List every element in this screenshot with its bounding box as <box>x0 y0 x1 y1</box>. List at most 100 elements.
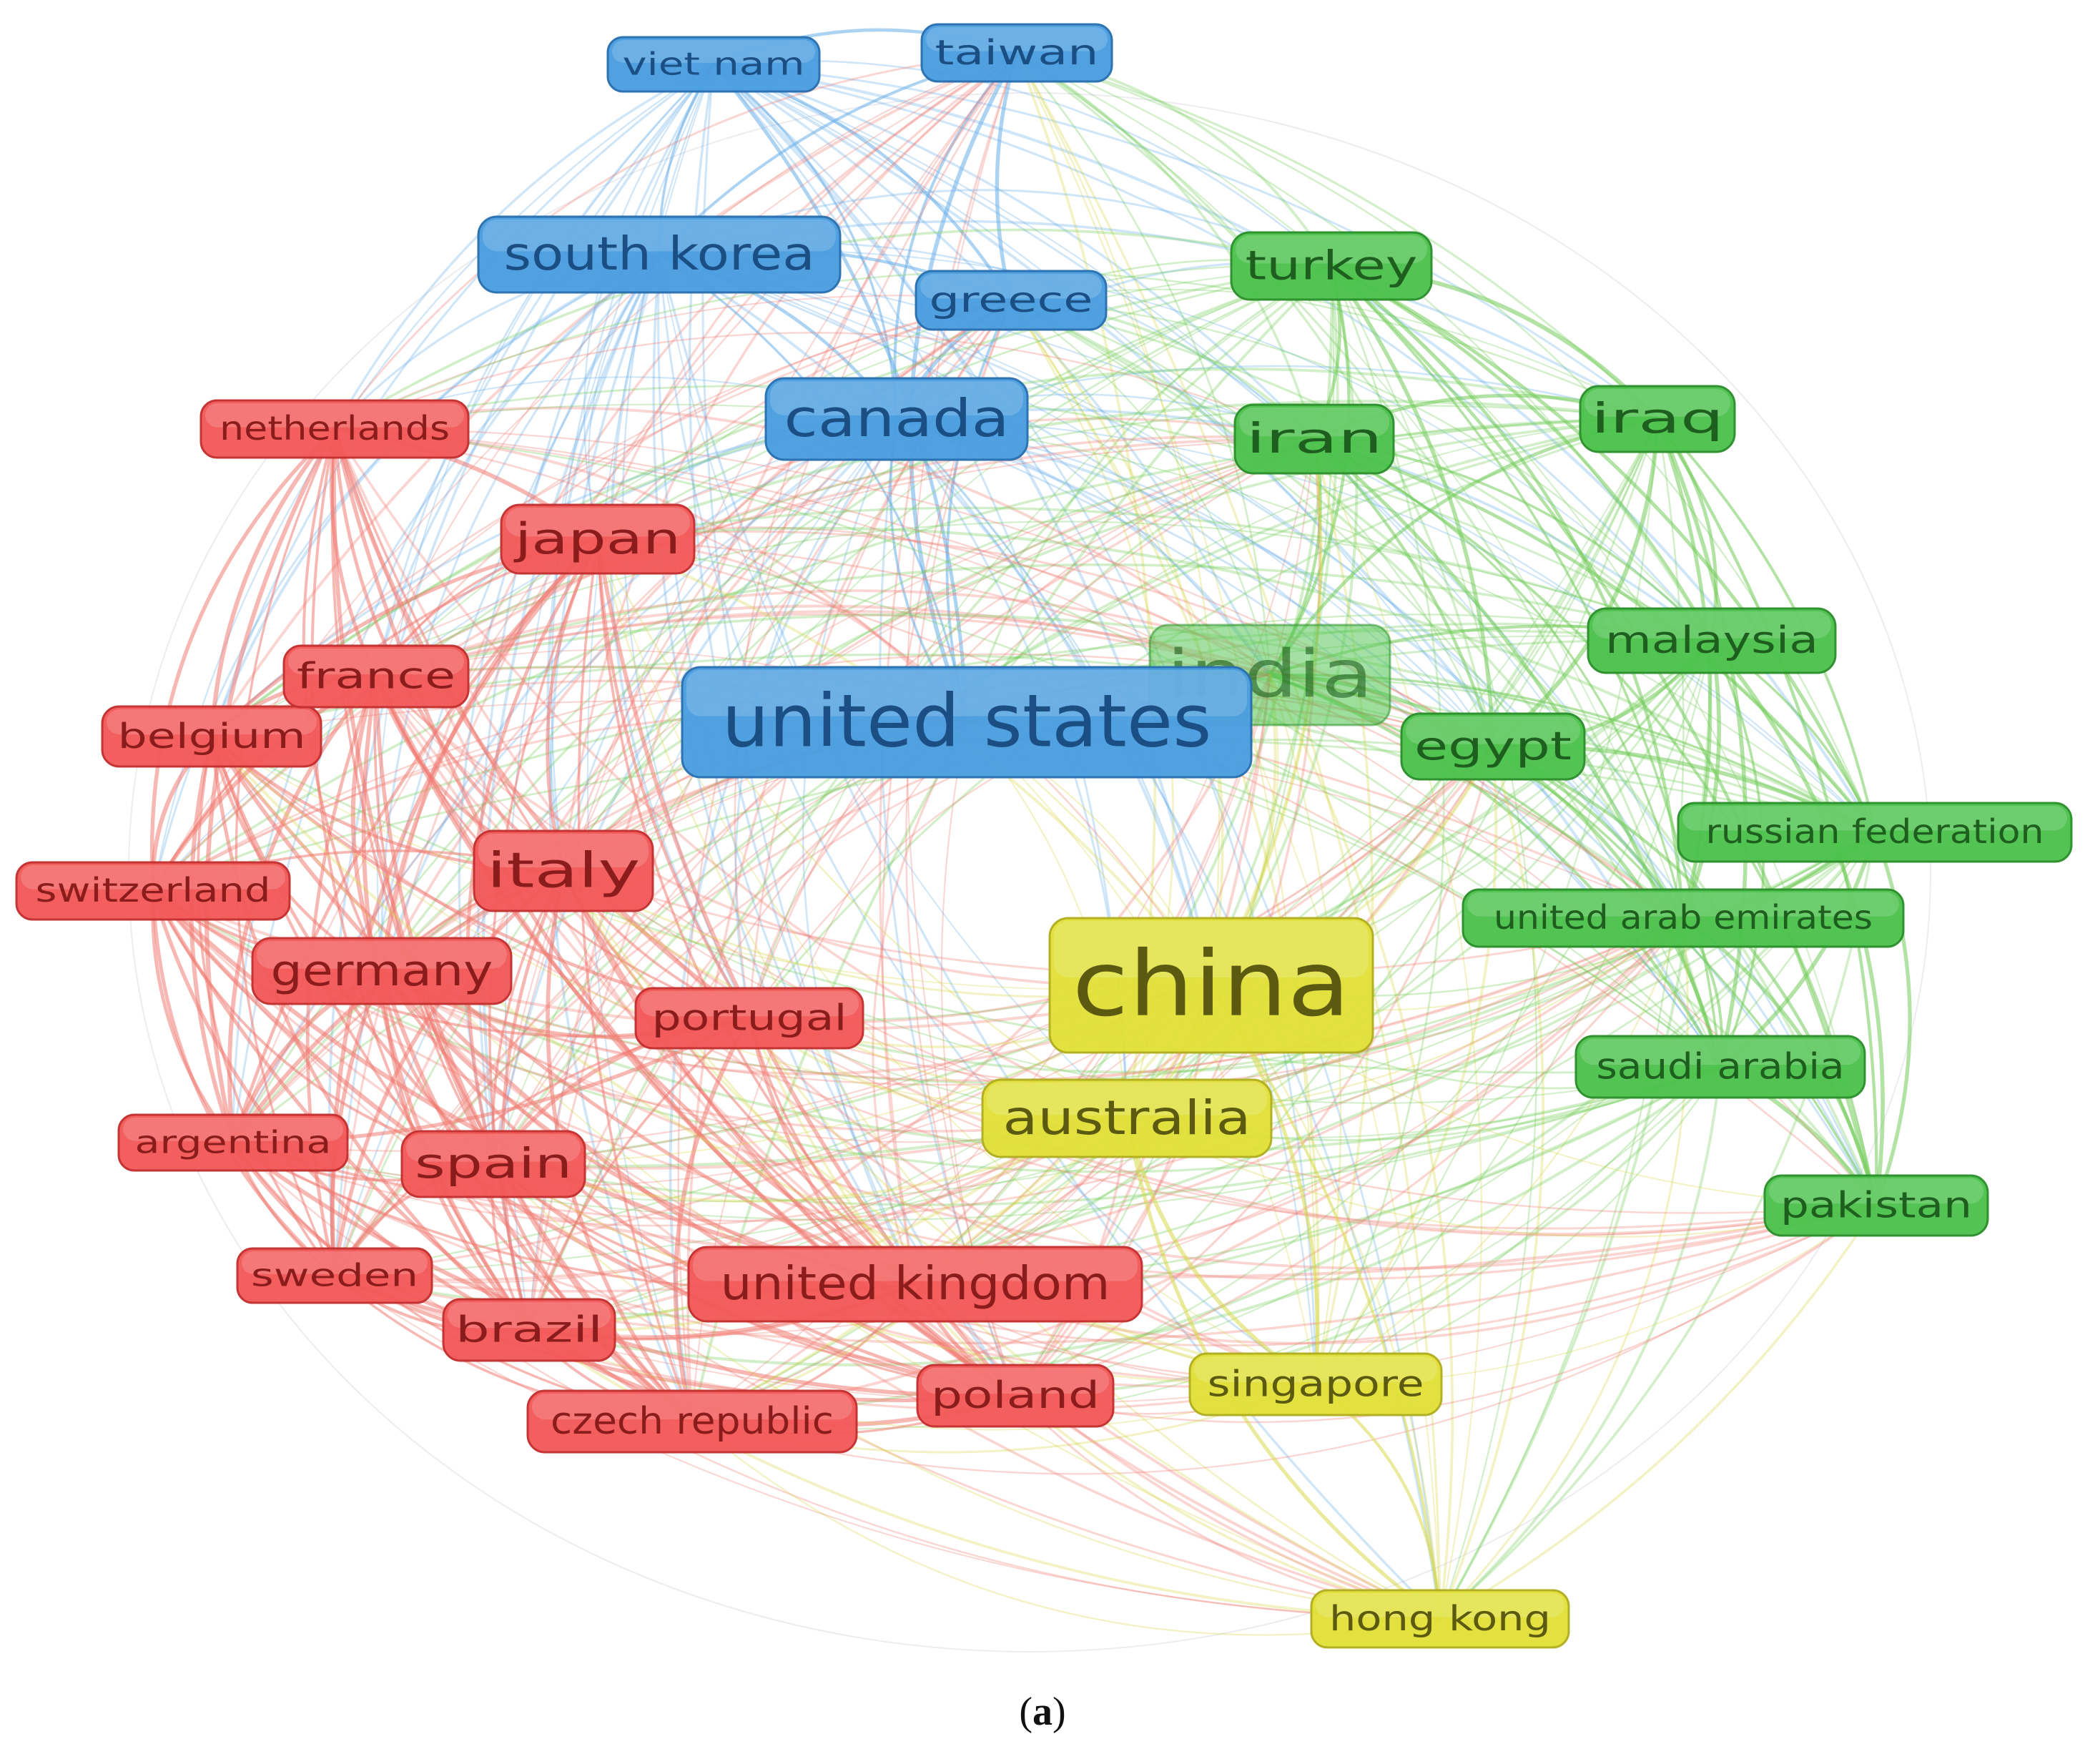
edge-united-kingdom-hong-kong <box>914 1283 1441 1620</box>
edge-south-korea-poland <box>657 253 1017 1397</box>
node-france[interactable]: france <box>282 644 470 709</box>
edge-russian-federation-czech-republic <box>690 830 1877 1424</box>
edge-belgium-united-kingdom <box>210 734 917 1286</box>
edge-greece-united-states <box>945 299 1012 724</box>
node-greece-box <box>915 270 1108 331</box>
node-hong-kong[interactable]: hong kong <box>1310 1589 1570 1649</box>
edge-iran-singapore <box>1313 438 1374 1386</box>
node-poland[interactable]: poland <box>916 1364 1115 1428</box>
edge-pakistan-hong-kong <box>1439 1204 1878 1620</box>
edge-malaysia-japan <box>596 506 1713 642</box>
node-argentina[interactable]: argentina <box>117 1113 349 1172</box>
edge-taiwan-france <box>375 51 1018 678</box>
node-malaysia[interactable]: malaysia <box>1587 607 1837 674</box>
node-czech-republic-box <box>526 1389 858 1454</box>
node-egypt[interactable]: egypt <box>1400 712 1586 781</box>
node-netherlands-gloss <box>205 403 464 428</box>
node-china[interactable]: china <box>1048 917 1374 1054</box>
edge-saudi-arabia-poland <box>1014 1065 1722 1397</box>
node-canada[interactable]: canada <box>764 377 1029 461</box>
edge-turkey-spain <box>493 265 1332 1165</box>
node-iraq-box <box>1579 385 1736 453</box>
node-south-korea-label: south korea <box>504 228 815 281</box>
edge-turkey-germany <box>380 265 1333 972</box>
node-india-gloss <box>1154 628 1386 670</box>
node-portugal[interactable]: portugal <box>634 987 864 1050</box>
node-sweden[interactable]: sweden <box>236 1247 433 1304</box>
node-spain-box <box>400 1130 586 1198</box>
edge-taiwan-china <box>1015 51 1221 987</box>
node-italy[interactable]: italy <box>473 829 654 912</box>
node-brazil[interactable]: brazil <box>442 1298 616 1362</box>
node-singapore[interactable]: singapore <box>1188 1352 1443 1416</box>
node-iran[interactable]: iran <box>1233 403 1395 475</box>
node-united-arab-emirates[interactable]: united arab emirates <box>1462 888 1905 948</box>
node-china-gloss <box>1054 921 1369 977</box>
edge-greece-united-arab-emirates <box>1010 299 1685 920</box>
node-czech-republic[interactable]: czech republic <box>526 1389 858 1454</box>
node-south-korea-gloss <box>483 220 836 252</box>
edge-canada-russian-federation <box>895 418 1876 834</box>
node-turkey[interactable]: turkey <box>1230 231 1433 301</box>
edge-germany-czech-republic <box>380 969 694 1424</box>
edge-italy-sweden <box>332 869 566 1278</box>
edge-united-arab-emirates-czech-republic <box>691 917 1685 1423</box>
edge-brazil-china <box>527 983 1213 1332</box>
node-egypt-gloss <box>1406 716 1580 744</box>
node-saudi-arabia-label: saudi arabia <box>1597 1046 1845 1088</box>
edge-pakistan-portugal <box>748 1017 1878 1236</box>
node-japan[interactable]: japan <box>500 503 696 575</box>
node-spain[interactable]: spain <box>400 1130 586 1198</box>
node-czech-republic-gloss <box>532 1394 852 1420</box>
node-south-korea[interactable]: south korea <box>477 215 842 294</box>
node-pakistan[interactable]: pakistan <box>1763 1174 1989 1237</box>
node-belgium-gloss <box>107 709 317 735</box>
node-united-kingdom[interactable]: united kingdom <box>687 1246 1143 1323</box>
edge-united-states-united-kingdom <box>872 721 968 1286</box>
edge-egypt-poland <box>1014 745 1494 1397</box>
edge-russian-federation-pakistan <box>1873 830 1912 1208</box>
edge-viet-nam-saudi-arabia <box>711 62 1722 1069</box>
node-switzerland-label: switzerland <box>36 871 271 910</box>
node-greece[interactable]: greece <box>915 270 1108 331</box>
edge-netherlands-australia <box>333 428 1128 1120</box>
node-sweden-box <box>236 1247 433 1304</box>
node-netherlands[interactable]: netherlands <box>199 399 470 459</box>
edge-turkey-belgium <box>210 265 1333 738</box>
node-russian-federation[interactable]: russian federation <box>1677 802 2073 863</box>
node-saudi-arabia[interactable]: saudi arabia <box>1574 1035 1866 1099</box>
edge-viet-nam-egypt <box>712 63 1494 748</box>
node-germany[interactable]: germany <box>251 937 513 1005</box>
edge-taiwan-greece <box>995 51 1019 302</box>
node-japan-box <box>500 503 696 575</box>
node-egypt-box <box>1400 712 1586 781</box>
edge-pakistan-czech-republic <box>691 1204 1878 1475</box>
edge-malaysia-united-arab-emirates <box>1681 639 1721 920</box>
node-singapore-label: singapore <box>1208 1364 1424 1405</box>
edge-iran-hong-kong <box>1313 438 1483 1620</box>
edge-pakistan-australia <box>1125 1117 1878 1238</box>
edge-russian-federation-netherlands <box>334 403 1875 833</box>
node-united-states-label: united states <box>722 679 1212 764</box>
node-australia[interactable]: australia <box>981 1078 1273 1158</box>
node-argentina-gloss <box>123 1118 343 1141</box>
node-viet-nam[interactable]: viet nam <box>606 36 821 93</box>
edge-russian-federation-france <box>375 613 1876 834</box>
edge-viet-nam-iraq <box>712 63 1659 420</box>
node-united-kingdom-label: united kingdom <box>721 1258 1110 1311</box>
node-iraq[interactable]: iraq <box>1579 385 1736 453</box>
node-belgium[interactable]: belgium <box>101 705 322 768</box>
edge-viet-nam-italy <box>551 63 715 872</box>
edge-russian-federation-poland <box>1015 832 1875 1396</box>
edge-sweden-poland <box>332 1273 1017 1403</box>
edge-united-arab-emirates-singapore <box>1314 917 1685 1386</box>
node-iran-label: iran <box>1246 414 1383 463</box>
node-united-states[interactable]: united states <box>681 666 1253 779</box>
edge-iran-brazil <box>528 438 1316 1331</box>
node-united-kingdom-gloss <box>693 1250 1138 1281</box>
node-taiwan[interactable]: taiwan <box>920 23 1113 83</box>
node-canada-gloss <box>770 381 1023 415</box>
node-switzerland[interactable]: switzerland <box>15 861 291 921</box>
edge-russian-federation-hong-kong <box>1439 831 1876 1620</box>
